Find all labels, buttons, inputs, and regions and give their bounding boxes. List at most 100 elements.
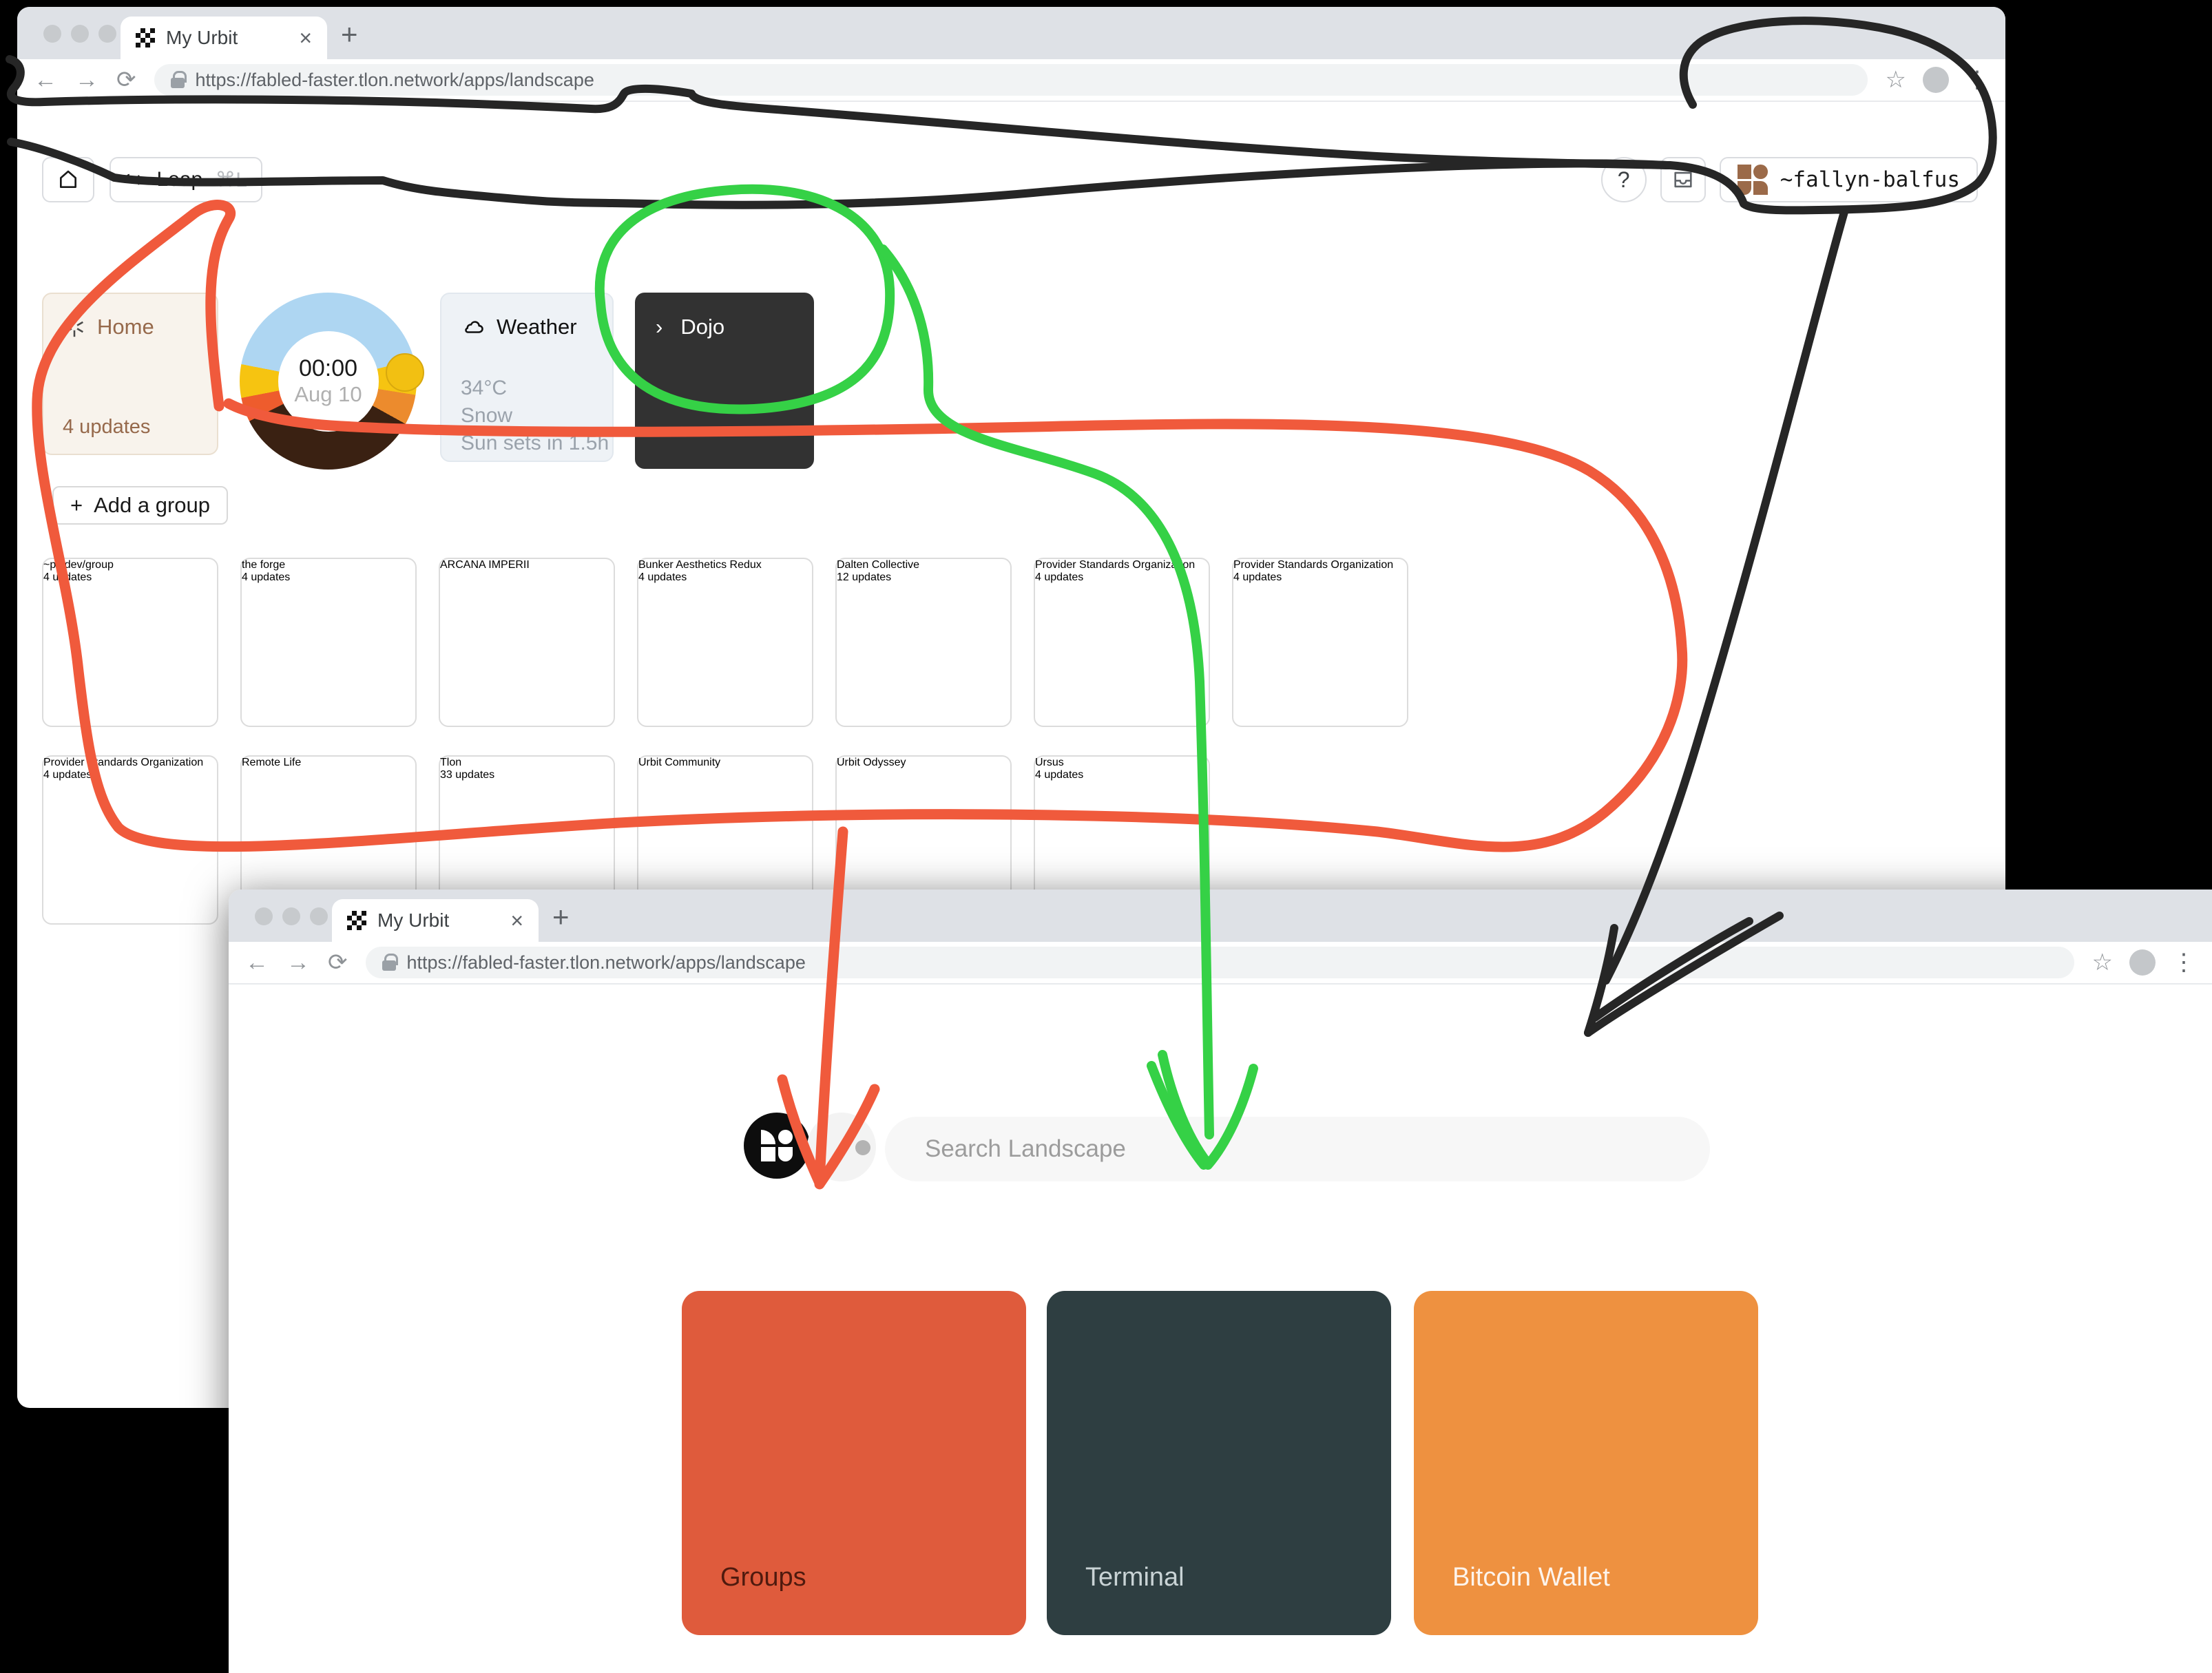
group-tile-title: Provider Standards Organization bbox=[43, 757, 204, 768]
group-tile-title: Dalten Collective bbox=[837, 559, 920, 571]
leap-shortcut: ⌘L bbox=[215, 168, 247, 191]
profile-avatar[interactable] bbox=[2129, 949, 2156, 976]
tab-strip: My Urbit × + bbox=[17, 7, 2005, 59]
maximize-window-button[interactable] bbox=[98, 25, 116, 43]
maximize-window-button[interactable] bbox=[310, 907, 328, 925]
browser-toolbar: ← → ⟳ https://fabled-faster.tlon.network… bbox=[229, 942, 2212, 985]
weather-tile-title: Weather bbox=[497, 315, 577, 339]
window-controls[interactable] bbox=[255, 907, 328, 925]
window-controls[interactable] bbox=[43, 25, 116, 43]
tab-strip: My Urbit × + bbox=[229, 890, 2212, 942]
group-tile[interactable]: ARCANA IMPERII bbox=[439, 558, 615, 727]
urbit-sigil-favicon bbox=[347, 911, 366, 930]
ship-button[interactable]: ~fallyn-balfus bbox=[1719, 157, 1978, 202]
group-tile[interactable]: Provider Standards Organization 4 update… bbox=[1232, 558, 1408, 727]
group-tile[interactable]: Provider Standards Organization 4 update… bbox=[1034, 558, 1210, 727]
reload-icon[interactable]: ⟳ bbox=[116, 67, 136, 93]
group-tile[interactable]: ~paldev/group 4 updates bbox=[42, 558, 218, 727]
group-tile-title: ~paldev/group bbox=[43, 559, 114, 571]
app-tile-label: Groups bbox=[720, 1563, 806, 1592]
weather-condition: Snow bbox=[461, 404, 513, 427]
home-button[interactable] bbox=[42, 157, 94, 202]
sun-icon bbox=[386, 353, 424, 392]
group-tile-title: Ursus bbox=[1035, 757, 1064, 768]
back-icon[interactable]: ← bbox=[245, 949, 269, 976]
back-icon[interactable]: ← bbox=[34, 66, 57, 93]
weather-tile[interactable]: Weather 34°C Snow Sun sets in 1.5h bbox=[440, 293, 614, 462]
cloud-icon bbox=[465, 321, 483, 334]
group-tile[interactable]: Dalten Collective 12 updates bbox=[835, 558, 1012, 727]
tab-my-urbit[interactable]: My Urbit × bbox=[121, 17, 327, 59]
home-tile-updates: 4 updates bbox=[63, 416, 151, 438]
home-tile-title: Home bbox=[97, 315, 154, 339]
clock-widget[interactable]: 00:00 Aug 10 bbox=[240, 293, 424, 470]
bookmark-star-icon[interactable]: ☆ bbox=[2091, 949, 2113, 976]
app-tile[interactable]: Groups bbox=[682, 1291, 1026, 1635]
weather-sunset: Sun sets in 1.5h bbox=[461, 432, 609, 454]
urbit-sigil-favicon bbox=[136, 28, 155, 48]
app-tile[interactable]: Bitcoin Wallet bbox=[1414, 1291, 1758, 1635]
group-tile-updates: 4 updates bbox=[638, 571, 687, 583]
close-window-button[interactable] bbox=[43, 25, 61, 43]
minimize-window-button[interactable] bbox=[71, 25, 89, 43]
group-tile-title: Urbit Odyssey bbox=[837, 757, 906, 768]
group-tile-title: ARCANA IMPERII bbox=[440, 559, 530, 571]
home-group-tile[interactable]: Home 4 updates bbox=[42, 293, 218, 455]
new-tab-button[interactable]: + bbox=[341, 18, 358, 50]
browser-window-search: My Urbit × + ← → ⟳ https://fabled-faster… bbox=[229, 890, 2212, 1673]
group-tile[interactable]: Bunker Aesthetics Redux 4 updates bbox=[637, 558, 813, 727]
groups-grid: ~paldev/group 4 updates the forge 4 upda… bbox=[42, 558, 1419, 925]
starburst-icon bbox=[65, 317, 83, 337]
group-tile-title: Provider Standards Organization bbox=[1233, 559, 1394, 571]
app-tile-label: Bitcoin Wallet bbox=[1452, 1563, 1610, 1592]
browser-menu-icon[interactable]: ⋮ bbox=[1965, 67, 1989, 93]
urbit-sigil-icon bbox=[761, 1130, 793, 1161]
urbit-logo-button[interactable] bbox=[744, 1113, 810, 1179]
new-tab-button[interactable]: + bbox=[552, 901, 570, 933]
chevron-right-icon: › bbox=[656, 315, 663, 339]
leap-arrow-icon: ↪ bbox=[125, 167, 145, 193]
group-tile-updates: 4 updates bbox=[43, 769, 92, 781]
group-tile-updates: 4 updates bbox=[43, 571, 92, 583]
group-tile-updates: 4 updates bbox=[1233, 571, 1282, 583]
dojo-tile[interactable]: › Dojo bbox=[635, 293, 814, 469]
profile-avatar[interactable] bbox=[1923, 67, 1949, 93]
tab-title: My Urbit bbox=[377, 909, 450, 931]
plus-icon: + bbox=[70, 493, 83, 517]
search-placeholder: Search Landscape bbox=[925, 1135, 1126, 1162]
tab-my-urbit[interactable]: My Urbit × bbox=[332, 899, 539, 942]
search-input[interactable]: Search Landscape bbox=[885, 1117, 1710, 1181]
add-group-button[interactable]: + Add a group bbox=[52, 486, 229, 525]
ship-sigil-icon bbox=[1737, 165, 1768, 195]
app-tile-label: Terminal bbox=[1085, 1563, 1185, 1592]
group-tile-updates: 4 updates bbox=[1035, 571, 1084, 583]
address-bar[interactable]: https://fabled-faster.tlon.network/apps/… bbox=[365, 947, 2074, 978]
address-bar[interactable]: https://fabled-faster.tlon.network/apps/… bbox=[154, 64, 1868, 96]
bookmark-star-icon[interactable]: ☆ bbox=[1885, 67, 1906, 93]
forward-icon[interactable]: → bbox=[286, 949, 310, 976]
lock-icon bbox=[170, 71, 187, 89]
inbox-tray-icon bbox=[1674, 171, 1692, 188]
browser-toolbar: ← → ⟳ https://fabled-faster.tlon.network… bbox=[17, 59, 2005, 102]
close-tab-icon[interactable]: × bbox=[510, 907, 523, 933]
app-tile[interactable]: Terminal bbox=[1047, 1291, 1391, 1635]
group-tile[interactable]: the forge 4 updates bbox=[240, 558, 417, 727]
notifications-button[interactable] bbox=[1660, 157, 1706, 202]
group-tile[interactable]: Provider Standards Organization 4 update… bbox=[42, 755, 218, 925]
minimize-window-button[interactable] bbox=[282, 907, 300, 925]
avatar-dot bbox=[855, 1140, 870, 1155]
reload-icon[interactable]: ⟳ bbox=[328, 949, 348, 976]
close-window-button[interactable] bbox=[255, 907, 273, 925]
url-text: https://fabled-faster.tlon.network/apps/… bbox=[195, 69, 594, 90]
help-button[interactable]: ? bbox=[1600, 157, 1647, 202]
close-tab-icon[interactable]: × bbox=[299, 25, 312, 50]
leap-button[interactable]: ↪ Leap ⌘L bbox=[109, 157, 262, 202]
group-tile-title: Remote Life bbox=[242, 757, 302, 768]
home-icon bbox=[60, 170, 76, 188]
browser-menu-icon[interactable]: ⋮ bbox=[2172, 949, 2195, 976]
group-tile-updates: 12 updates bbox=[837, 571, 892, 583]
group-tile-updates: 33 updates bbox=[440, 769, 495, 781]
ship-avatar[interactable] bbox=[807, 1113, 876, 1181]
forward-icon[interactable]: → bbox=[75, 66, 98, 93]
